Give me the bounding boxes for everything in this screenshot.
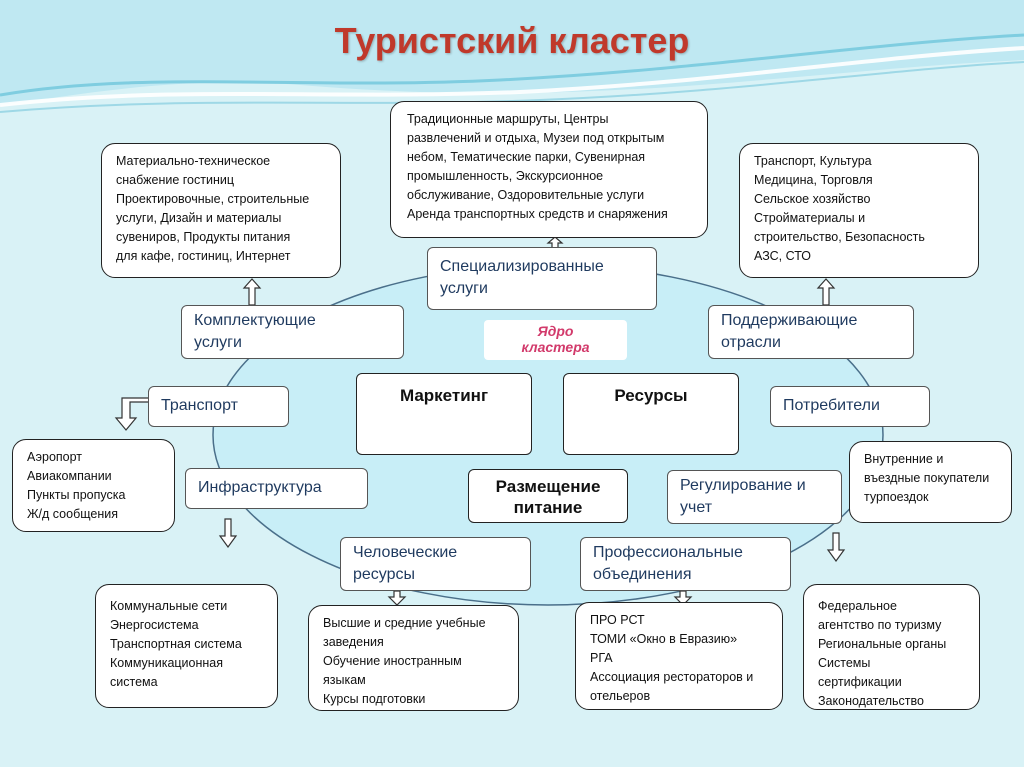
consumers-details: Внутренние и въездные покупатели турпоез… xyxy=(849,441,1012,523)
category-transport: Транспорт xyxy=(148,386,289,427)
arrow-down-icon xyxy=(826,532,846,562)
category-complementary-services: Комплектующие услуги xyxy=(181,305,404,359)
arrow-up-icon xyxy=(242,278,262,306)
category-infrastructure: Инфраструктура xyxy=(185,468,368,509)
category-supporting-industries: Поддерживающие отрасли xyxy=(708,305,914,359)
arrow-down-icon xyxy=(673,590,693,606)
core-resources: Ресурсы xyxy=(563,373,739,455)
category-professional-associations: Профессиональные объединения xyxy=(580,537,791,591)
human-resources-details: Высшие и средние учебные заведения Обуче… xyxy=(308,605,519,711)
category-human-resources: Человеческие ресурсы xyxy=(340,537,531,591)
professional-associations-details: ПРО РСТ ТОМИ «Окно в Евразию» РГА Ассоци… xyxy=(575,602,783,710)
supporting-industries-details: Транспорт, Культура Медицина, Торговля С… xyxy=(739,143,979,278)
category-regulation: Регулирование и учет xyxy=(667,470,842,524)
infrastructure-details: Коммунальные сети Энергосистема Транспор… xyxy=(95,584,278,708)
core-label: Ядро кластера xyxy=(484,320,627,360)
complementary-services-details: Материально-техническое снабжение гостин… xyxy=(101,143,341,278)
page-title: Туристский кластер xyxy=(334,20,690,61)
core-marketing: Маркетинг xyxy=(356,373,532,455)
regulation-details: Федеральное агентство по туризму Региона… xyxy=(803,584,980,710)
transport-details: Аэропорт Авиакомпании Пункты пропуска Ж/… xyxy=(12,439,175,532)
specialized-services-details: Традиционные маршруты, Центры развлечени… xyxy=(390,101,708,238)
arrow-down-icon xyxy=(218,518,238,548)
arrow-down-icon xyxy=(387,590,407,606)
core-accommodation: Размещение питание xyxy=(468,469,628,523)
category-consumers: Потребители xyxy=(770,386,930,427)
category-specialized-services: Специализированные услуги xyxy=(427,247,657,310)
arrow-up-icon xyxy=(816,278,836,306)
arrow-down-left-icon xyxy=(114,397,150,431)
